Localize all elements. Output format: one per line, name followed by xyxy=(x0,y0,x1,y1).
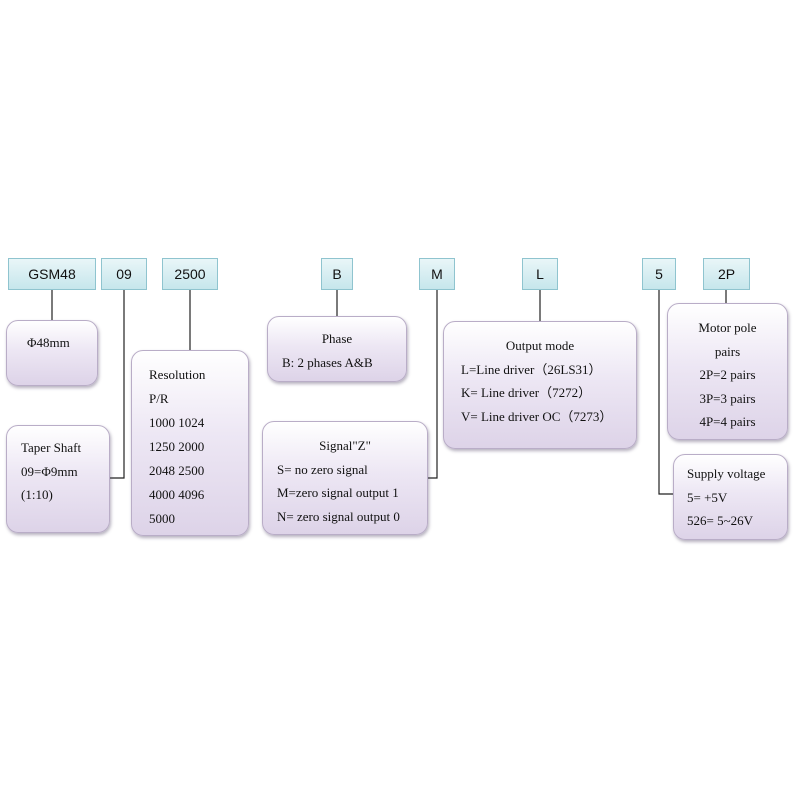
pole-row: 4P=4 pairs xyxy=(699,414,756,429)
diameter-text: Φ48mm xyxy=(27,335,70,350)
phase-title: Phase xyxy=(321,331,353,346)
pole-box: Motor pole pairs 2P=2 pairs 3P=3 pairs 4… xyxy=(667,303,788,440)
resolution-row: 4000 4096 xyxy=(149,487,205,502)
output-title: Output mode xyxy=(505,338,575,353)
code-phase: B xyxy=(321,258,353,290)
output-row: L=Line driver（26LS31） xyxy=(461,361,602,377)
signal-box: Signal"Z" S= no zero signal M=zero signa… xyxy=(262,421,428,535)
pole-title-line2: pairs xyxy=(714,343,741,359)
shaft-line1: 09=Φ9mm xyxy=(21,463,78,479)
resolution-title: Resolution xyxy=(149,367,206,382)
output-row: V= Line driver OC（7273） xyxy=(461,408,613,424)
code-resolution: 2500 xyxy=(162,258,218,290)
voltage-row: 5= +5V xyxy=(687,489,728,505)
connector-voltage xyxy=(658,290,673,495)
output-row: K= Line driver（7272） xyxy=(461,385,592,400)
diameter-box: Φ48mm xyxy=(6,320,98,386)
resolution-row: 2048 2500 xyxy=(149,463,205,478)
signal-row: M=zero signal output 1 xyxy=(277,485,399,500)
resolution-row: 1000 1024 xyxy=(149,415,205,430)
code-shaft: 09 xyxy=(101,258,147,290)
signal-row: N= zero signal output 0 xyxy=(277,508,400,524)
voltage-title: Supply voltage xyxy=(687,466,766,481)
pole-row: 2P=2 pairs xyxy=(699,367,756,382)
connector-shaft xyxy=(110,290,125,479)
phase-line1: B: 2 phases A&B xyxy=(282,354,373,370)
code-output: L xyxy=(522,258,558,290)
resolution-unit: P/R xyxy=(149,391,169,406)
resolution-row: 1250 2000 xyxy=(149,439,205,454)
pole-title-line1: Motor pole xyxy=(698,320,757,335)
shaft-line2: (1:10) xyxy=(21,487,53,502)
output-box: Output mode L=Line driver（26LS31） K= Lin… xyxy=(443,321,637,449)
signal-row: S= no zero signal xyxy=(277,461,368,477)
voltage-box: Supply voltage 5= +5V 526= 5~26V xyxy=(673,454,788,540)
connector-signal xyxy=(428,290,438,479)
phase-box: Phase B: 2 phases A&B xyxy=(267,316,407,382)
resolution-box: Resolution P/R 1000 1024 1250 2000 2048 … xyxy=(131,350,249,536)
code-voltage: 5 xyxy=(642,258,676,290)
code-signal: M xyxy=(419,258,455,290)
resolution-row: 5000 xyxy=(149,511,175,526)
pole-row: 3P=3 pairs xyxy=(699,390,756,406)
code-pole: 2P xyxy=(703,258,750,290)
signal-title: Signal"Z" xyxy=(319,438,371,453)
shaft-box: Taper Shaft 09=Φ9mm (1:10) xyxy=(6,425,110,533)
voltage-row: 526= 5~26V xyxy=(687,513,754,528)
code-model: GSM48 xyxy=(8,258,96,290)
shaft-title: Taper Shaft xyxy=(21,440,82,455)
